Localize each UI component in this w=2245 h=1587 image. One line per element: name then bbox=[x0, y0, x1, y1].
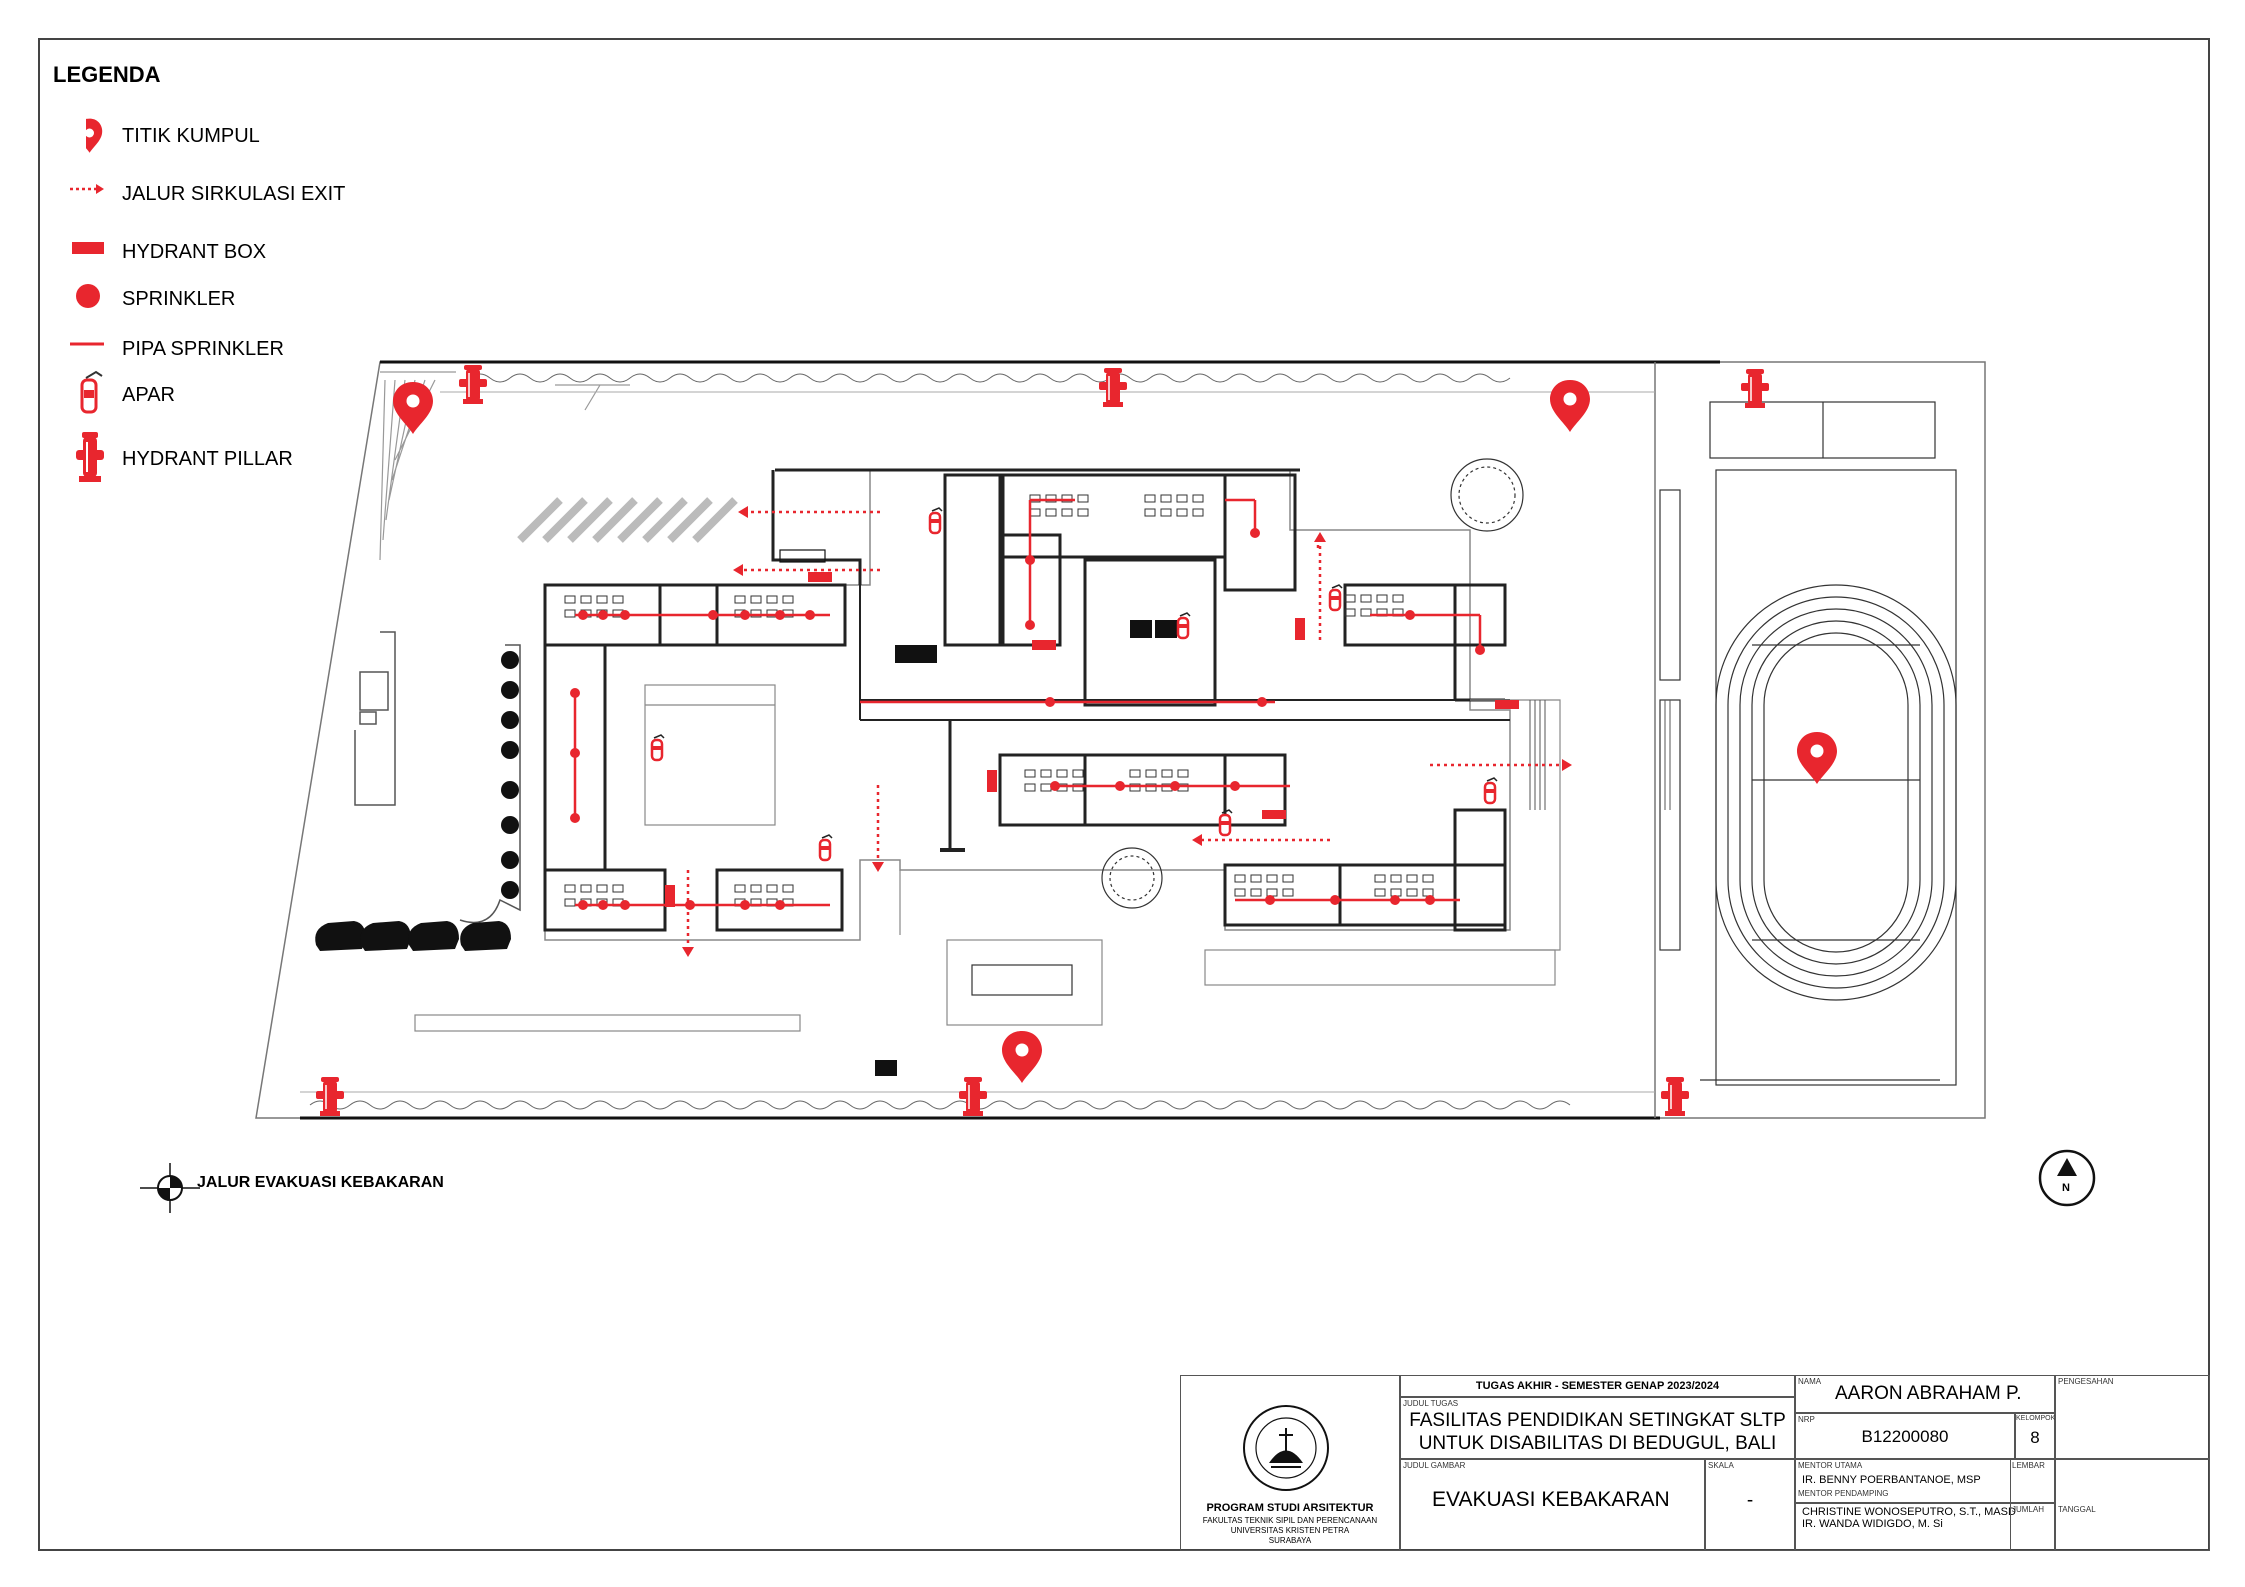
skala-label: SKALA bbox=[1708, 1461, 1734, 1470]
hydrant-box-icon bbox=[72, 242, 104, 254]
legend-label: HYDRANT BOX bbox=[122, 241, 267, 263]
lembar-label: LEMBAR bbox=[2012, 1461, 2045, 1470]
trees bbox=[1101, 458, 1524, 909]
legend-item-hydrant-pillar: HYDRANT PILLAR bbox=[76, 432, 386, 482]
nrp-label: NRP bbox=[1798, 1415, 1815, 1424]
mentor-utama-value: IR. BENNY POERBANTANOE, MSP bbox=[1802, 1474, 1981, 1486]
university-seal-icon bbox=[1243, 1405, 1329, 1491]
sprinkler-dot-icon bbox=[76, 284, 100, 308]
nama-label: NAMA bbox=[1798, 1377, 1822, 1386]
mentor-utama-label: MENTOR UTAMA bbox=[1798, 1461, 1863, 1470]
north-arrow-icon bbox=[2038, 1149, 2096, 1207]
site-hydrant-pillars bbox=[315, 364, 1770, 1117]
drawing-sheet-border bbox=[38, 38, 2210, 1551]
judul-tugas-line2: UNTUK DISABILITAS DI BEDUGUL, BALI bbox=[1418, 1433, 1777, 1454]
judul-tugas-label: JUDUL TUGAS bbox=[1403, 1399, 1459, 1408]
exit-routes bbox=[686, 510, 1565, 950]
program-label: PROGRAM STUDI ARSITEKTUR bbox=[1206, 1502, 1374, 1514]
stairs bbox=[1529, 700, 1671, 810]
nrp-value: B12200080 bbox=[1861, 1427, 1949, 1446]
judul-gambar-value: EVAKUASI KEBAKARAN bbox=[1432, 1488, 1670, 1511]
university-name: UNIVERSITAS KRISTEN PETRA bbox=[1230, 1526, 1350, 1535]
mentor-pendamping-label: MENTOR PENDAMPING bbox=[1798, 1489, 1889, 1498]
tanggal-label: TANGGAL bbox=[2058, 1505, 2096, 1514]
legend-label: SPRINKLER bbox=[122, 288, 236, 310]
course-label: TUGAS AKHIR - SEMESTER GENAP 2023/2024 bbox=[1475, 1380, 1720, 1392]
legend-label: TITIK KUMPUL bbox=[122, 125, 260, 147]
nrp-cell bbox=[1795, 1413, 2015, 1459]
lembar-cell bbox=[2010, 1459, 2055, 1503]
section-marker-label: JALUR EVAKUASI KEBAKARAN bbox=[197, 1174, 444, 1191]
parked-cars bbox=[315, 921, 511, 951]
sports-field bbox=[1659, 401, 1957, 1086]
judul-gambar-cell bbox=[1400, 1459, 1705, 1551]
sprinkler-heads bbox=[570, 528, 1485, 910]
pengesahan-cell bbox=[2055, 1375, 2210, 1459]
legend-item-titik-kumpul: TITIK KUMPUL bbox=[86, 117, 386, 157]
legend-label: JALUR SIRKULASI EXIT bbox=[122, 183, 346, 205]
judul-tugas-line1: FASILITAS PENDIDIKAN SETINGKAT SLTP bbox=[1409, 1410, 1786, 1431]
hedge-top bbox=[440, 373, 1655, 393]
judul-gambar-label: JUDUL GAMBAR bbox=[1403, 1461, 1466, 1470]
legend-item-exit-route: JALUR SIRKULASI EXIT bbox=[70, 175, 386, 215]
faculty-label: FAKULTAS TEKNIK SIPIL DAN PERENCANAAN bbox=[1202, 1516, 1378, 1525]
jumlah-label: JUMLAH bbox=[2012, 1505, 2045, 1514]
jumlah-cell bbox=[2010, 1503, 2055, 1551]
kelompok-cell bbox=[2015, 1413, 2055, 1459]
nama-value: AARON ABRAHAM P. bbox=[1835, 1383, 2022, 1404]
legend-title: LEGENDA bbox=[53, 62, 161, 87]
north-label: N bbox=[2062, 1182, 2070, 1194]
course-cell bbox=[1400, 1375, 1795, 1397]
nama-cell bbox=[1795, 1375, 2055, 1413]
legend-item-hydrant-box: HYDRANT BOX bbox=[72, 233, 386, 273]
building-fixtures bbox=[875, 620, 1177, 1076]
legend-item-sprinkler-pipe: PIPA SPRINKLER bbox=[70, 330, 386, 370]
legend-item-apar: APAR bbox=[80, 370, 386, 416]
courtyard bbox=[644, 549, 826, 826]
university-cell bbox=[1180, 1375, 1400, 1551]
legend-label: HYDRANT PILLAR bbox=[122, 448, 293, 470]
legend-label: APAR bbox=[122, 384, 175, 406]
university-city: SURABAYA bbox=[1268, 1536, 1312, 1545]
parking-hatch bbox=[379, 371, 738, 561]
judul-tugas-cell bbox=[1400, 1397, 1795, 1459]
skala-value: - bbox=[1746, 1490, 1754, 1511]
pengesahan-label: PENGESAHAN bbox=[2058, 1377, 2114, 1386]
shrub-row bbox=[501, 651, 519, 899]
legend-label: PIPA SPRINKLER bbox=[122, 338, 284, 360]
sprinkler-pipe-icon bbox=[70, 342, 104, 346]
assembly-points bbox=[393, 380, 1837, 1083]
exit-arrowheads bbox=[682, 506, 1572, 957]
site-boundary bbox=[255, 360, 1986, 1120]
section-marker-icon bbox=[140, 1163, 200, 1213]
dotted-arrow-icon bbox=[70, 184, 104, 194]
hydrant-boxes bbox=[665, 572, 1519, 907]
kelompok-value: 8 bbox=[2030, 1428, 2040, 1447]
guard-house bbox=[354, 631, 521, 924]
map-pin-icon bbox=[86, 118, 103, 153]
skala-cell bbox=[1705, 1459, 1795, 1551]
kelompok-label: KELOMPOK bbox=[2016, 1415, 2056, 1422]
mentor-pendamping-value-1: CHRISTINE WONOSEPUTRO, S.T., MASD bbox=[1802, 1506, 2016, 1518]
hydrant-pillar-icon bbox=[76, 432, 104, 482]
fire-extinguisher-icon bbox=[80, 370, 103, 414]
tanggal-cell bbox=[2055, 1459, 2210, 1551]
mentor-pendamping-value-2: IR. WANDA WIDIGDO, M. Si bbox=[1802, 1518, 1943, 1530]
legend-item-sprinkler: SPRINKLER bbox=[76, 280, 386, 320]
